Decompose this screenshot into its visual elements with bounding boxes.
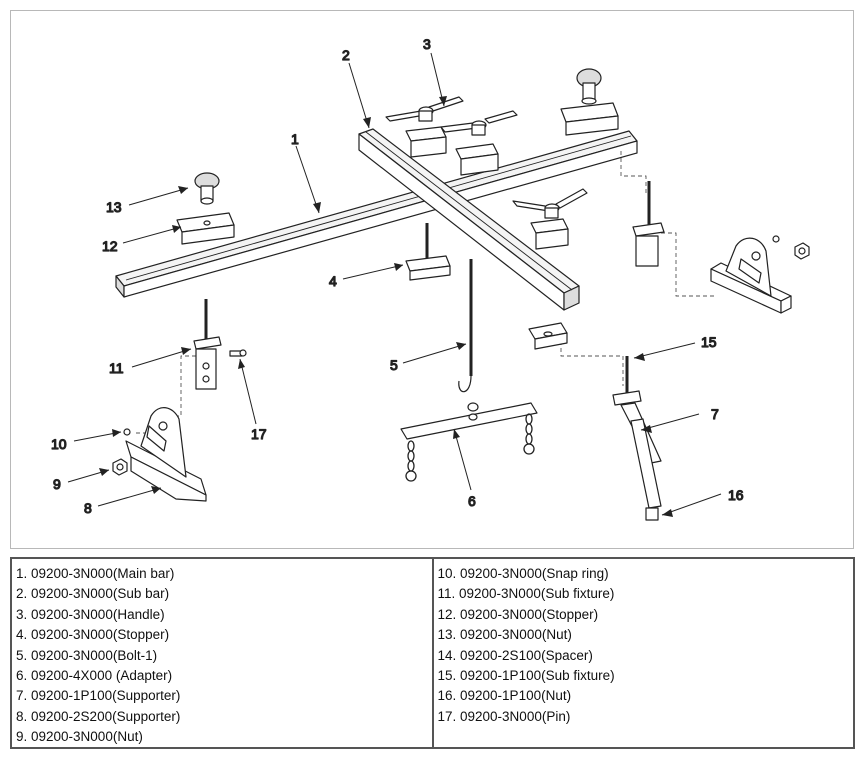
supporter-7 [612,356,662,521]
callout-7: 7 [711,406,719,422]
callout-10: 10 [51,436,67,452]
parts-list-right: 10. 09200-3N000(Snap ring) 11. 09200-3N0… [434,559,854,747]
callout-labels: 1 2 3 4 5 6 7 8 9 10 11 12 13 15 16 17 [50,35,744,516]
callout-2: 2 [342,47,350,63]
part-row-6: 6. 09200-4X000 (Adapter) [16,668,173,684]
part-row-12: 12. 09200-3N000(Stopper) [437,606,599,622]
parts-list-left: 1. 09200-3N000(Main bar) 2. 09200-3N000(… [12,559,434,747]
stopper-right-bar [530,218,569,250]
spacer [528,322,568,350]
callout-3: 3 [423,36,431,52]
callout-9: 9 [53,476,61,492]
part-row-4: 4. 09200-3N000(Stopper) [16,627,170,643]
handle-top [385,96,464,122]
right-nut [794,242,810,260]
right-snap-ring [772,235,780,243]
pin-17 [229,349,247,357]
nut-13 [194,172,220,205]
stopper-top-right [560,102,619,136]
callout-13: 13 [106,199,122,215]
right-sub-fixture [632,181,665,267]
callout-17: 17 [251,426,267,442]
leader-arrowheads [99,96,673,517]
snap-ring-10 [123,428,131,436]
supporter-8 [125,407,207,502]
leader-lines [67,52,722,516]
part-row-10: 10. 09200-3N000(Snap ring) [437,566,609,581]
part-row-14: 14. 09200-2S100(Spacer) [437,647,593,663]
part-row-8: 8. 09200-2S200(Supporter) [16,708,181,724]
callout-8: 8 [84,500,92,516]
part-row-2: 2. 09200-3N000(Sub bar) [16,586,170,602]
part-row-9: 9. 09200-3N000(Nut) [16,729,143,745]
part-row-17: 17. 09200-3N000(Pin) [437,708,571,724]
callout-16: 16 [728,487,744,503]
adapter [400,402,538,482]
callout-11: 11 [109,360,124,376]
knob-top-right [576,68,602,105]
part-row-1: 1. 09200-3N000(Main bar) [16,566,175,581]
handle-middle [440,110,518,136]
sub-bar [358,128,580,311]
sub-fixture-11 [193,299,222,390]
stopper-4 [405,223,451,281]
parts-list-table: 1. 09200-3N000(Main bar) 2. 09200-3N000(… [10,557,855,749]
part-row-5: 5. 09200-3N000(Bolt-1) [16,647,158,663]
bolt-1 [458,259,473,393]
stopper-12 [176,212,235,245]
part-row-11: 11. 09200-3N000(Sub fixture) [437,586,615,602]
callout-15: 15 [701,334,717,350]
part-row-3: 3. 09200-3N000(Handle) [16,606,165,622]
exploded-diagram: 1 2 3 4 5 6 7 8 9 10 11 12 13 15 16 17 [10,10,854,549]
part-row-16: 16. 09200-1P100(Nut) [437,688,572,704]
main-bar [115,130,638,298]
part-row-15: 15. 09200-1P100(Sub fixture) [437,668,615,684]
stopper-left [405,126,447,158]
nut-9 [112,458,128,476]
callout-12: 12 [102,238,118,254]
part-row-7: 7. 09200-1P100(Supporter) [16,688,181,704]
handle-right [512,188,588,219]
callout-6: 6 [468,493,476,509]
stopper-center [455,143,499,176]
callout-5: 5 [390,357,398,373]
callout-1: 1 [291,131,299,147]
callout-4: 4 [329,273,337,289]
part-row-13: 13. 09200-3N000(Nut) [437,627,572,643]
right-supporter [710,237,792,314]
